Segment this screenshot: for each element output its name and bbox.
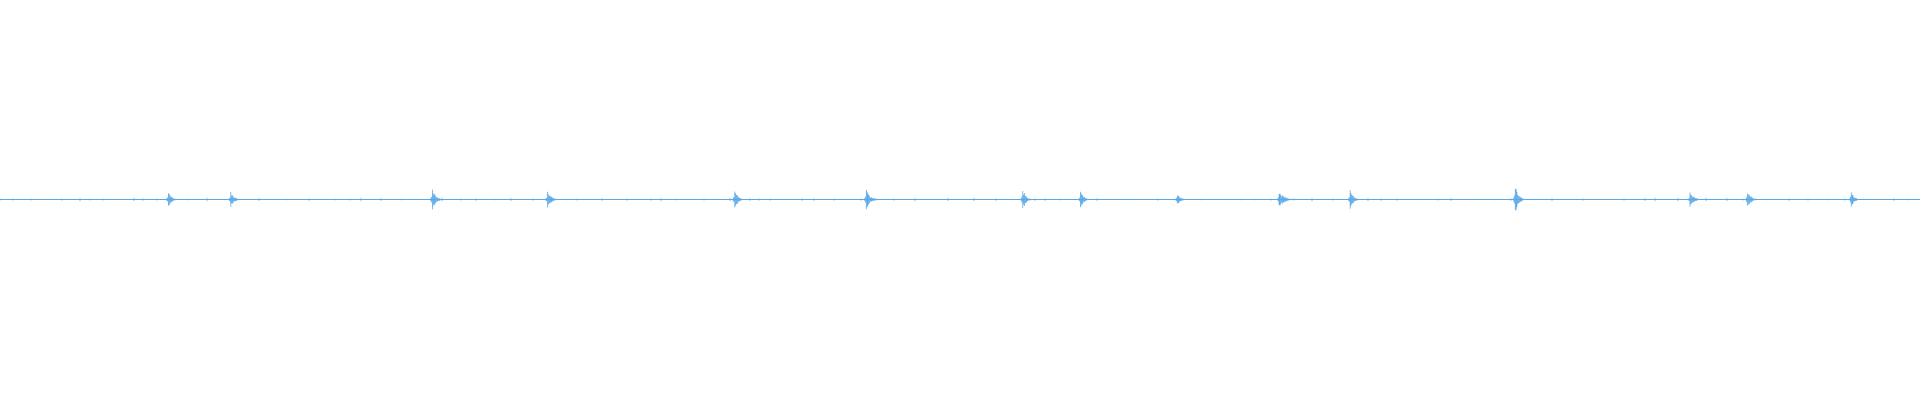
waveform-burst xyxy=(166,193,177,206)
waveform-burst xyxy=(430,189,441,210)
waveform-noise xyxy=(0,197,1908,202)
waveform-burst xyxy=(228,192,240,207)
waveform-burst xyxy=(732,191,742,208)
waveform-burst xyxy=(1745,193,1756,206)
waveform-burst xyxy=(864,189,878,210)
waveform-burst xyxy=(1078,191,1089,208)
waveform-burst xyxy=(1688,192,1698,207)
waveform-burst xyxy=(1348,190,1358,209)
waveform-burst xyxy=(1175,195,1184,204)
waveform-burst xyxy=(1513,188,1524,211)
waveform-burst xyxy=(1849,192,1858,207)
waveform-burst xyxy=(1020,191,1031,208)
waveform-layer xyxy=(0,188,1920,211)
waveform-burst xyxy=(545,191,556,208)
waveform-burst xyxy=(1277,193,1291,206)
